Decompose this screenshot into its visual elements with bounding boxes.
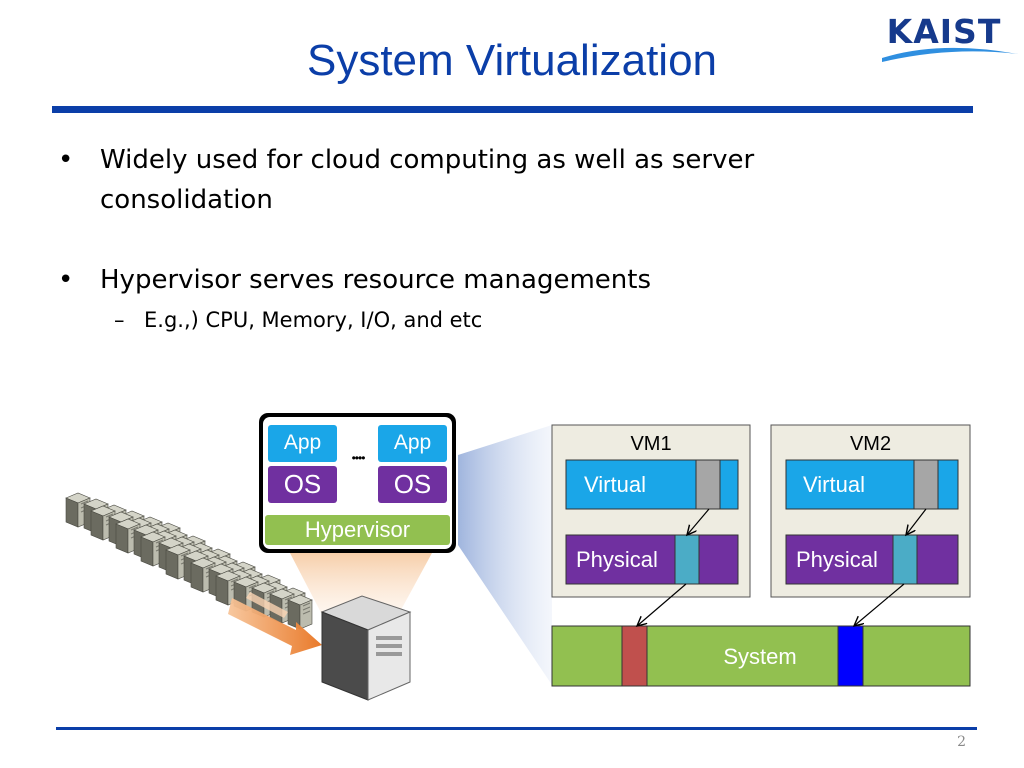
app-label-left: App — [283, 431, 322, 454]
server-unit-icon — [287, 594, 313, 630]
bullet-item-1: • Widely used for cloud computing as wel… — [58, 140, 958, 220]
vm2-virtual-label: Virtual — [803, 472, 865, 497]
vm1-virtual-label: Virtual — [584, 472, 646, 497]
mapping-arrows — [637, 508, 927, 626]
bullet-text-line1: Widely used for cloud computing as well … — [100, 145, 755, 175]
bullet-list: • Widely used for cloud computing as wel… — [58, 140, 958, 336]
vm1-title: VM1 — [630, 433, 672, 455]
bullet-text-line2: consolidation — [100, 185, 273, 215]
vm2-physical-label: Physical — [796, 547, 878, 572]
sub-bullet-item: – E.g.,) CPU, Memory, I/O, and etc — [58, 304, 958, 336]
app-label-right: App — [393, 431, 432, 454]
bullet-marker: • — [58, 145, 74, 175]
server-farm-icon — [65, 492, 313, 630]
system-bar — [551, 625, 971, 687]
server-tower-icon — [320, 595, 412, 701]
vm1-panel — [551, 424, 751, 598]
os-label-left: OS — [283, 469, 322, 499]
zoom-beam — [458, 425, 552, 685]
bullet-item-2: • Hypervisor serves resource managements — [58, 260, 958, 300]
consolidation-arrow-icon — [228, 592, 322, 655]
logo-text: KAIST — [886, 12, 1002, 51]
logo-swoosh-icon — [882, 47, 1018, 62]
hypervisor-label: Hypervisor — [304, 517, 411, 542]
bullet-marker: • — [58, 265, 74, 295]
vm2-panel — [770, 424, 971, 598]
hypervisor-stack — [259, 413, 456, 553]
ellipsis-dots: •••• — [351, 451, 366, 465]
vm2-title: VM2 — [849, 433, 892, 455]
kaist-logo: KAIST — [880, 8, 1020, 66]
sub-bullet-marker: – — [114, 308, 125, 332]
slide-title: System Virtualization — [306, 36, 718, 85]
footer-divider — [56, 727, 977, 730]
bullet-text: Hypervisor serves resource managements — [100, 265, 652, 295]
title-divider — [52, 106, 973, 113]
system-label: System — [723, 644, 797, 669]
page-number: 2 — [957, 734, 966, 750]
sub-bullet-text: E.g.,) CPU, Memory, I/O, and etc — [144, 308, 483, 332]
vm1-physical-label: Physical — [576, 547, 658, 572]
os-label-right: OS — [393, 469, 432, 499]
